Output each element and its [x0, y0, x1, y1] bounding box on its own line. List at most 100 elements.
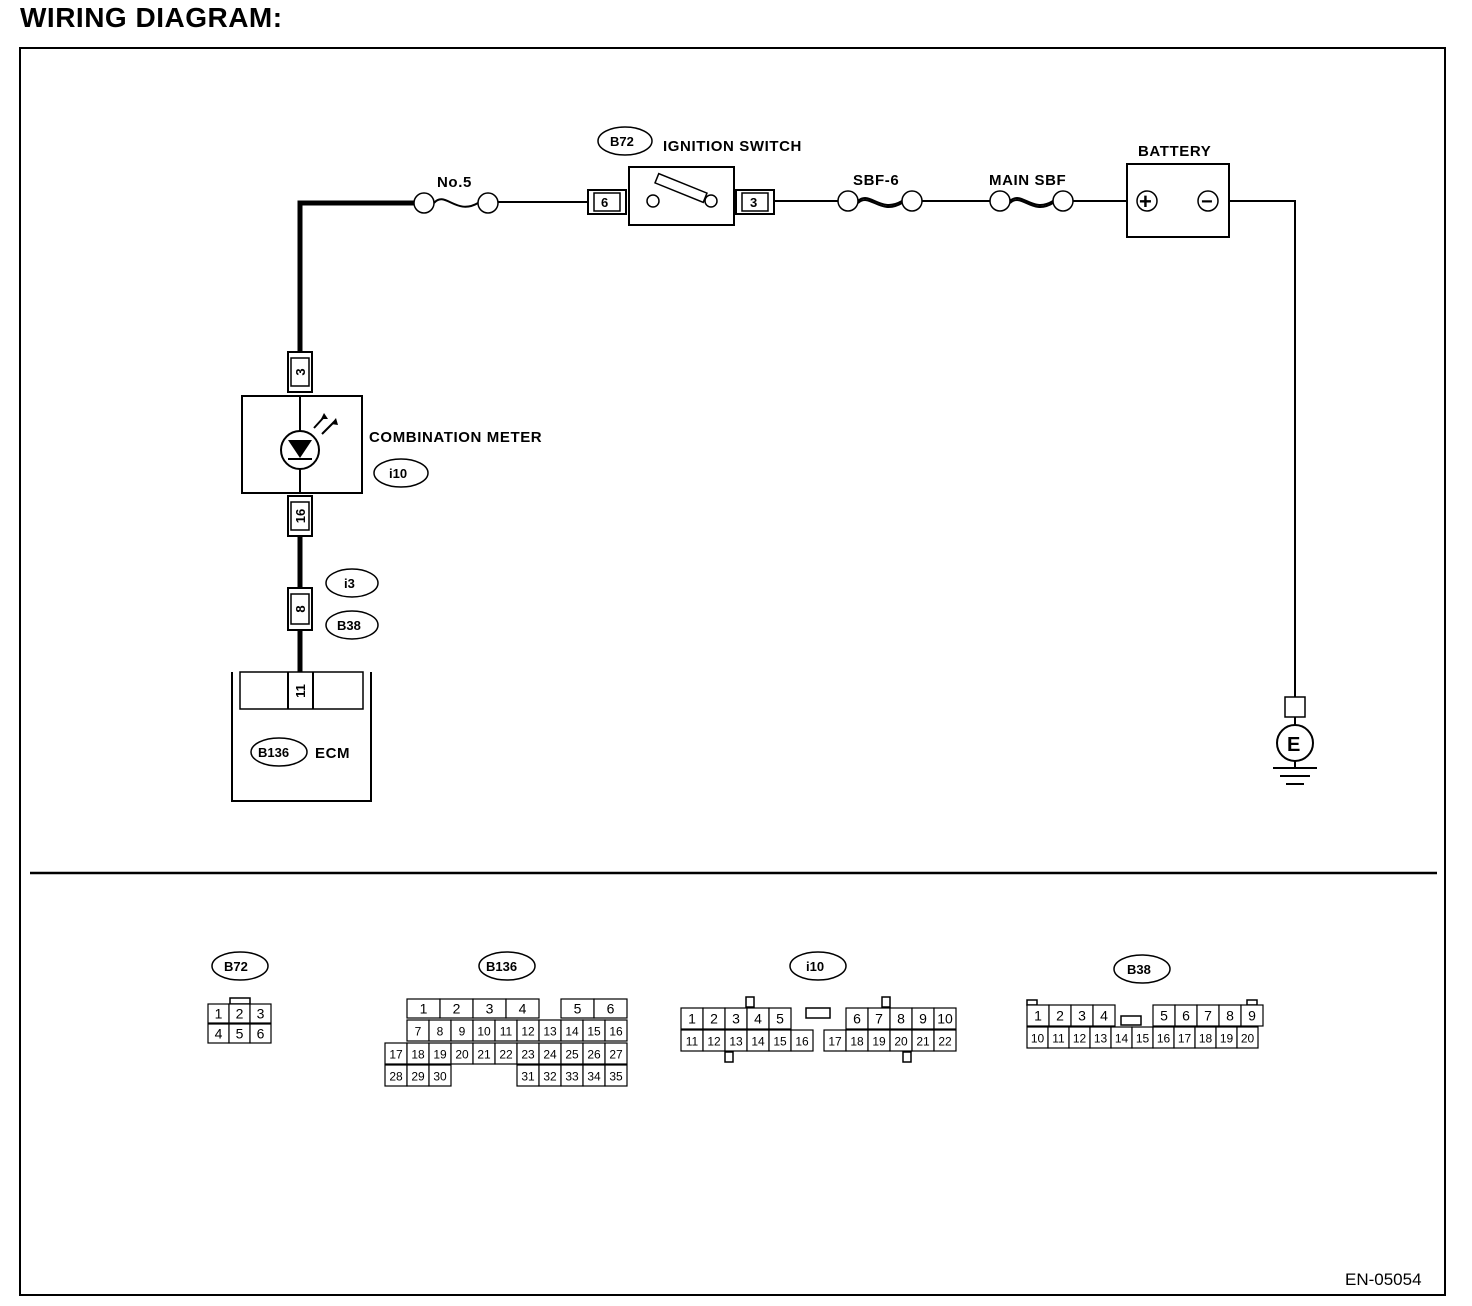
svg-text:19: 19 [872, 1035, 886, 1049]
i10-pin-3: 3 [724, 1007, 748, 1030]
svg-text:1: 1 [215, 1006, 223, 1022]
b136-pin-21: 21 [472, 1042, 496, 1065]
b136-pin-22: 22 [494, 1042, 518, 1065]
svg-text:16: 16 [1157, 1032, 1171, 1046]
b136-pin-19: 19 [428, 1042, 452, 1065]
i10-key-tab-4 [902, 1051, 912, 1063]
diagram-frame [19, 47, 1446, 1296]
svg-text:1: 1 [420, 1001, 428, 1017]
i10-key-slot [805, 1007, 831, 1019]
b72-key-tab [229, 997, 251, 1005]
ignition-switch: 6 3 B72 IGNITION SWITCH [587, 126, 801, 226]
ground-symbol: E [1273, 696, 1317, 785]
svg-text:30: 30 [433, 1070, 447, 1084]
svg-text:25: 25 [565, 1048, 579, 1062]
b38-pin-17: 17 [1173, 1026, 1196, 1049]
svg-text:9: 9 [1248, 1008, 1256, 1024]
b136-pin-4: 4 [505, 998, 540, 1019]
view-b38-label: B38 [1127, 962, 1151, 977]
i10-pin-20: 20 [889, 1029, 913, 1052]
svg-text:27: 27 [609, 1048, 623, 1062]
view-b72-label: B72 [224, 959, 248, 974]
b38-pin-14: 14 [1110, 1026, 1133, 1049]
b136-pin-9: 9 [450, 1019, 474, 1042]
b38-pin-3: 3 [1070, 1004, 1094, 1027]
svg-text:5: 5 [236, 1026, 244, 1042]
b38-pin-18: 18 [1194, 1026, 1217, 1049]
b136-pin-34: 34 [582, 1064, 606, 1087]
svg-text:11: 11 [686, 1035, 699, 1049]
svg-text:7: 7 [415, 1025, 422, 1039]
i3-tag-label: i3 [344, 576, 355, 591]
svg-text:9: 9 [459, 1025, 466, 1039]
svg-text:16: 16 [795, 1035, 809, 1049]
svg-text:8: 8 [897, 1011, 905, 1027]
i10-pin-19: 19 [867, 1029, 891, 1052]
svg-text:20: 20 [894, 1035, 908, 1049]
svg-text:20: 20 [1241, 1032, 1255, 1046]
svg-text:11: 11 [1052, 1032, 1065, 1046]
ecm: 11 B136 ECM [231, 671, 372, 802]
svg-text:6: 6 [257, 1026, 265, 1042]
b38-key-tab-2 [1246, 999, 1258, 1006]
svg-text:5: 5 [776, 1011, 784, 1027]
svg-text:9: 9 [919, 1011, 927, 1027]
svg-text:15: 15 [773, 1035, 787, 1049]
svg-text:3: 3 [1078, 1008, 1086, 1024]
b136-pin-32: 32 [538, 1064, 562, 1087]
i10-pin-2: 2 [702, 1007, 726, 1030]
b38-tag [325, 610, 379, 640]
view-b136-tag [478, 951, 536, 981]
b136-pin-28: 28 [384, 1064, 408, 1087]
i10-pin-6: 6 [845, 1007, 869, 1030]
i10-pin-14: 14 [746, 1029, 770, 1052]
wire-battery-to-ground [1229, 200, 1296, 697]
svg-text:32: 32 [543, 1070, 557, 1084]
b136-pin-6: 6 [593, 998, 628, 1019]
svg-text:22: 22 [499, 1048, 513, 1062]
b72-pin-1: 1 [207, 1003, 230, 1024]
i10-pin-16: 16 [790, 1029, 814, 1052]
sbf6-label: SBF-6 [853, 172, 899, 189]
battery-label: BATTERY [1138, 143, 1211, 160]
svg-text:2: 2 [1056, 1008, 1064, 1024]
battery-minus-terminal: − [1201, 191, 1213, 213]
svg-text:24: 24 [543, 1048, 557, 1062]
svg-text:35: 35 [609, 1070, 623, 1084]
svg-text:12: 12 [707, 1035, 721, 1049]
svg-text:2: 2 [710, 1011, 718, 1027]
i10-pin-7: 7 [867, 1007, 891, 1030]
b136-pin-1: 1 [406, 998, 441, 1019]
svg-text:19: 19 [433, 1048, 447, 1062]
b38-pin-10: 10 [1026, 1026, 1049, 1049]
b136-pin-17: 17 [384, 1042, 408, 1065]
b136-pin-16: 16 [604, 1019, 628, 1042]
i10-pin-13: 13 [724, 1029, 748, 1052]
svg-text:34: 34 [587, 1070, 601, 1084]
b136-pin-12: 12 [516, 1019, 540, 1042]
svg-text:8: 8 [1226, 1008, 1234, 1024]
b38-pin-15: 15 [1131, 1026, 1154, 1049]
b136-pin-20: 20 [450, 1042, 474, 1065]
svg-text:3: 3 [486, 1001, 494, 1017]
i10-pin-11: 11 [680, 1029, 704, 1052]
i10-tag-label: i10 [389, 466, 407, 481]
meter-pin-top: 3 [293, 368, 308, 375]
b136-pin-18: 18 [406, 1042, 430, 1065]
svg-text:28: 28 [389, 1070, 403, 1084]
svg-text:18: 18 [1199, 1032, 1213, 1046]
b38-pin-2: 2 [1048, 1004, 1072, 1027]
b72-pin-3: 3 [249, 1003, 272, 1024]
b136-pin-11: 11 [494, 1019, 518, 1042]
svg-text:1: 1 [688, 1011, 696, 1027]
svg-text:8: 8 [437, 1025, 444, 1039]
b72-tag-label: B72 [610, 134, 634, 149]
page-title: WIRING DIAGRAM: [20, 2, 283, 33]
b38-pin-8: 8 [1218, 1004, 1242, 1027]
i10-key-tab-3 [724, 1051, 734, 1063]
svg-text:10: 10 [1031, 1032, 1045, 1046]
b136-pin-5: 5 [560, 998, 595, 1019]
b38-pin-5: 5 [1152, 1004, 1176, 1027]
